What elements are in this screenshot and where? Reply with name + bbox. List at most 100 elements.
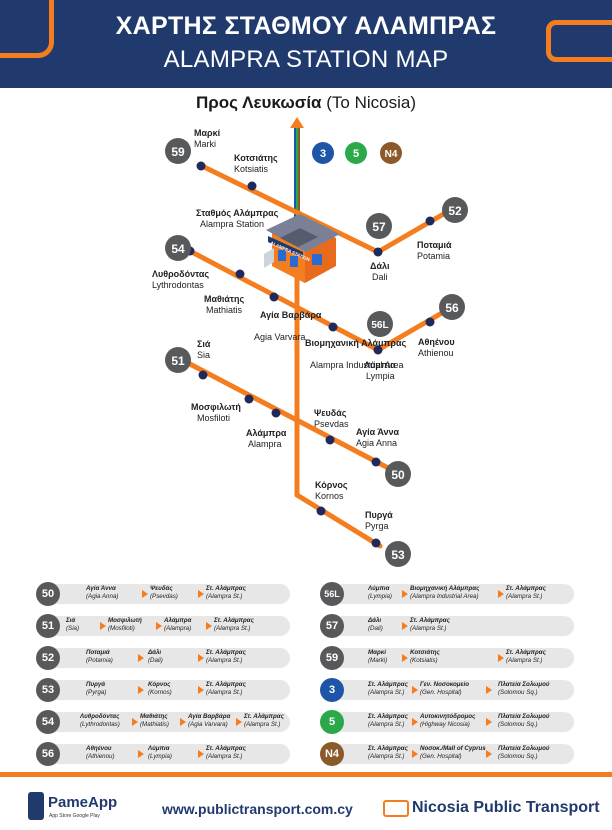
- legend-stop: Στ. Αλάμπρας(Alampra St.): [410, 617, 450, 632]
- stop-dot-alampra: [271, 408, 281, 418]
- legend-row-57: 57 Δάλι(Dali) Στ. Αλάμπρας(Alampra St.): [320, 614, 574, 638]
- legend-stop: Μοσφιλωτή(Mosfiloti): [108, 617, 142, 632]
- stop-label-mosfiloti-en: Mosfiloti: [197, 413, 230, 423]
- brand-name: Nicosia Public Transport: [412, 799, 600, 816]
- legend-stop: Αθηένου(Athienou): [86, 745, 115, 760]
- legend-stop: Λυθροδόντας(Lythrodontas): [80, 713, 120, 728]
- legend-stop: Μαρκί(Marki): [368, 649, 388, 664]
- stop-label-kornos-gr: Κόρνος: [315, 480, 348, 490]
- stop-label-mathiatis-en: Mathiatis: [206, 305, 243, 315]
- legend-badge-3: 3: [320, 678, 344, 702]
- map-badge-51: 51: [171, 354, 185, 368]
- legend-stop: Πλατεία Σολωμού(Solomou Sq.): [498, 745, 550, 760]
- map-badge-59: 59: [171, 145, 185, 159]
- legend-stop: Στ. Αλάμπρας(Alampra St.): [368, 713, 408, 728]
- stop-label-industrial-en: Alampra Industrial Area: [310, 360, 404, 370]
- direction-english: (To Nicosia): [326, 93, 416, 112]
- station-label-gr: Σταθμός Αλάμπρας: [196, 208, 279, 218]
- legend-stop: Στ. Αλάμπρας(Alampra St.): [206, 745, 246, 760]
- legend-stop: Βιομηχανική Αλάμπρας(Alampra Industrial …: [410, 585, 480, 600]
- legend-stop: Δάλι(Dali): [368, 617, 383, 632]
- legend-stop: Κοτσιάτης(Kotsiatis): [410, 649, 440, 664]
- legend-row-56: 56 Αθηένου(Athienou) Λύμπια(Lympia) Στ. …: [36, 742, 290, 766]
- hub-badge-n4: [380, 142, 402, 164]
- route-line-59: [197, 162, 381, 255]
- arrow-right-icon: [132, 718, 138, 726]
- legend-row-n4: N4 Στ. Αλάμπρας(Alampra St.) Νοσοκ./Mall…: [320, 742, 574, 766]
- stop-dot-potamia: [425, 216, 435, 226]
- stop-dot-mathiatis: [235, 269, 245, 279]
- map-badge-52: 52: [448, 204, 462, 218]
- stop-label-lympia-en: Lympia: [366, 371, 395, 381]
- legend-stop: Ψευδάς(Psevdas): [150, 585, 178, 600]
- legend-stop: Στ. Αλάμπρας(Alampra St.): [244, 713, 284, 728]
- stop-label-athienou-en: Athienou: [418, 348, 454, 358]
- stop-label-sia-en: Sia: [197, 350, 210, 360]
- legend-badge-57: 57: [320, 614, 344, 638]
- decor-bus-outline-right: [546, 20, 612, 62]
- arrow-right-icon: [486, 750, 492, 758]
- legend-stop: Στ. Αλάμπρας(Alampra St.): [206, 585, 246, 600]
- legend-row-5: 5 Στ. Αλάμπρας(Alampra St.) Αυτοκινητόδρ…: [320, 710, 574, 734]
- stop-dot-kotsiatis: [247, 181, 257, 191]
- legend-badge-50: 50: [36, 582, 60, 606]
- map-badge-50: 50: [391, 468, 405, 482]
- route-end-badges: 59 57 52 54 56L 56 51 50 53: [165, 138, 468, 567]
- station-label-en: Alampra Station: [200, 219, 264, 229]
- arrow-right-icon: [412, 686, 418, 694]
- stop-label-kotsiatis-en: Kotsiatis: [234, 164, 269, 174]
- direction-greek: Προς Λευκωσία: [196, 93, 322, 112]
- hub-badge-n4-label: N4: [385, 149, 398, 160]
- legend-stop: Λύμπια(Lympia): [148, 745, 172, 760]
- website-link[interactable]: www.publictransport.com.cy: [162, 801, 353, 817]
- arrow-right-icon: [498, 654, 504, 662]
- arrow-right-icon: [198, 590, 204, 598]
- arrow-right-icon: [156, 622, 162, 630]
- stop-label-lythrodontas-gr: Λυθροδόντας: [152, 269, 209, 279]
- legend-stop: Αγία Βαρβάρα(Agia Varvara): [188, 713, 231, 728]
- stop-label-marki-gr: Μαρκί: [194, 128, 221, 138]
- arrow-right-icon: [412, 718, 418, 726]
- legend-badge-59: 59: [320, 646, 344, 670]
- arrow-right-icon: [198, 686, 204, 694]
- arrow-right-icon: [486, 686, 492, 694]
- stop-label-sia-gr: Σιά: [197, 339, 211, 349]
- stop-label-kotsiatis-gr: Κοτσιάτης: [234, 153, 278, 163]
- arrow-right-icon: [138, 654, 144, 662]
- legend-stop: Στ. Αλάμπρας(Alampra St.): [368, 681, 408, 696]
- stop-label-dali-en: Dali: [372, 272, 388, 282]
- legend-stop: Γεν. Νοσοκομείο(Gen. Hospital): [420, 681, 469, 696]
- stop-label-alampra-gr: Αλάμπρα: [246, 428, 287, 438]
- legend-stop: Αγία Άννα(Agia Anna): [86, 585, 119, 600]
- arrow-right-icon: [138, 750, 144, 758]
- route-line-51: [185, 360, 395, 473]
- stop-label-marki-en: Marki: [194, 139, 216, 149]
- legend-row-54: 54 Λυθροδόντας(Lythrodontas) Μαθιάτης(Ma…: [36, 710, 290, 734]
- map-badge-53: 53: [391, 548, 405, 562]
- legend-stop: Κόρνος(Kornos): [148, 681, 172, 696]
- stop-label-psevdas-gr: Ψευδάς: [314, 408, 347, 418]
- phone-icon: [28, 792, 44, 820]
- stop-dot-athienou: [425, 317, 435, 327]
- decor-bus-outline-left: [0, 0, 54, 58]
- stop-label-mathiatis-gr: Μαθιάτης: [204, 294, 244, 304]
- route-line-53: [294, 492, 383, 549]
- legend-stop: Στ. Αλάμπρας(Alampra St.): [506, 649, 546, 664]
- stop-dot-sia: [198, 370, 208, 380]
- station-building-icon: ALAMPRA STATION: [264, 214, 340, 283]
- legend-stop: Ποταμιά(Potamia): [86, 649, 113, 664]
- route-line-54: [185, 247, 381, 353]
- legend-badge-56: 56: [36, 742, 60, 766]
- hub-badge-5: [345, 142, 367, 164]
- legend-stop: Δάλι(Dali): [148, 649, 163, 664]
- map-badge-57: 57: [372, 220, 386, 234]
- stop-label-potamia-en: Potamia: [417, 251, 450, 261]
- arrow-right-icon: [198, 750, 204, 758]
- legend-row-59: 59 Μαρκί(Marki) Κοτσιάτης(Kotsiatis) Στ.…: [320, 646, 574, 670]
- stop-label-agia-anna-gr: Αγία Άννα: [356, 427, 400, 437]
- arrow-right-icon: [180, 718, 186, 726]
- stop-label-psevdas-en: Psevdas: [314, 419, 349, 429]
- legend-row-52: 52 Ποταμιά(Potamia) Δάλι(Dali) Στ. Αλάμπ…: [36, 646, 290, 670]
- legend-stop: Σιά(Sia): [66, 617, 80, 632]
- hub-badge-3: [312, 142, 334, 164]
